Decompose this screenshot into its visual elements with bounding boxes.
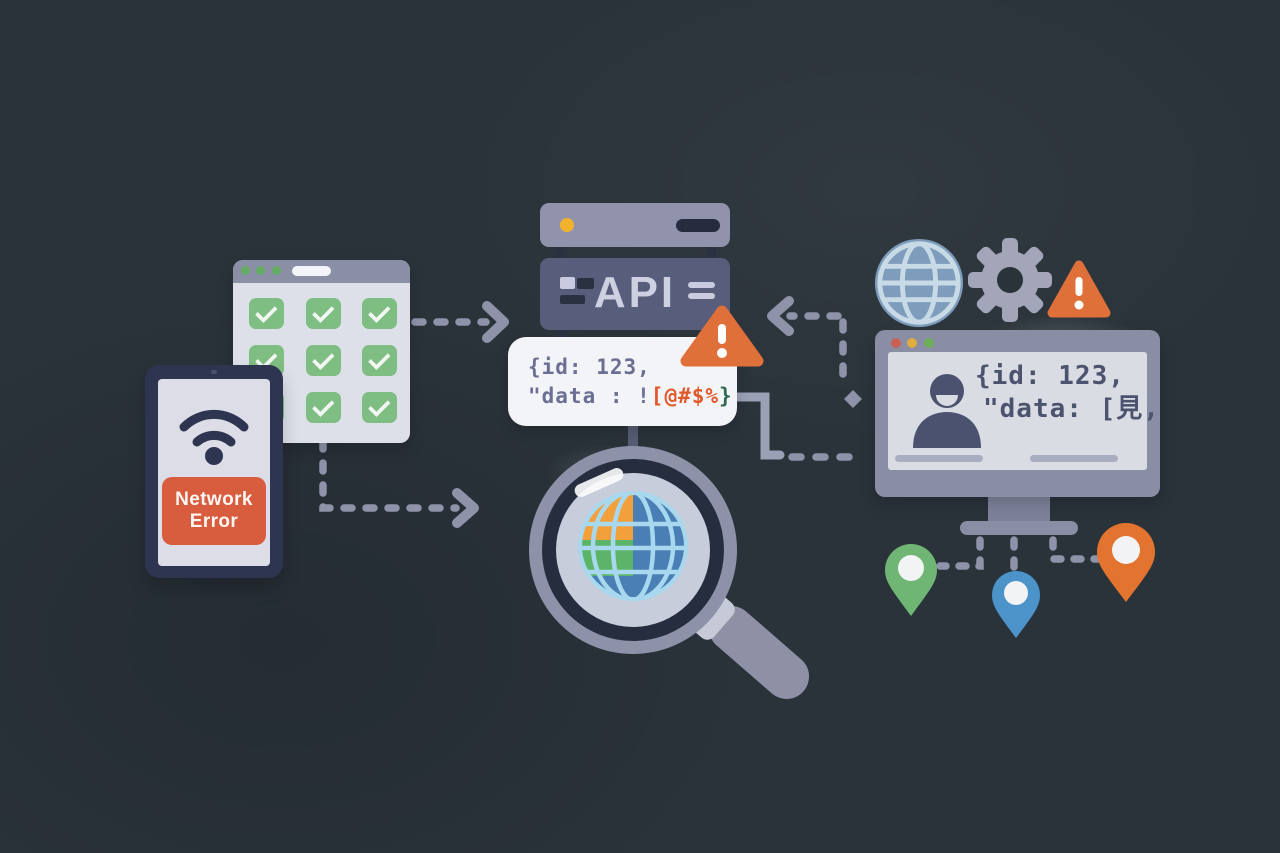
result-browser-window: {id: 123, "data: [見, (875, 330, 1160, 497)
checkbox-checked (306, 345, 341, 376)
monitor-neck (988, 497, 1050, 523)
monitor-screen (888, 352, 1147, 470)
window-control-dot (924, 338, 934, 348)
globe-icon (874, 238, 964, 328)
server-detail (560, 295, 585, 304)
checkmark-icon (367, 300, 391, 323)
network-error-button: Network Error (162, 477, 266, 545)
window-control-dot (256, 266, 265, 275)
checkbox-checked (362, 298, 397, 329)
json-code-line2: "data : ![@#$%} (528, 384, 733, 408)
checkmark-icon (311, 347, 335, 370)
monitor-code-line2: "data: [見, (983, 394, 1160, 424)
server-leg (556, 245, 565, 260)
magnifier-icon (529, 446, 737, 654)
checkmark-icon (254, 300, 278, 323)
user-icon (913, 374, 981, 448)
phone-camera-dot (211, 370, 217, 374)
server-rack-bottom (540, 258, 730, 330)
server-detail (688, 282, 715, 288)
globe-map-icon (578, 491, 688, 601)
server-detail (688, 293, 715, 299)
window-control-dot (907, 338, 917, 348)
arrowhead-right-icon (452, 488, 479, 528)
diamond-arrowhead-icon (844, 390, 862, 408)
server-detail (577, 278, 594, 289)
smartphone: Network Error (145, 365, 283, 578)
checkbox-checked (306, 392, 341, 423)
map-pin-orange (1097, 523, 1155, 602)
checkbox-checked (362, 345, 397, 376)
api-server-label: API (593, 268, 677, 317)
placeholder-bar (1030, 455, 1118, 462)
dashed-drop-to-orange-pin (1049, 536, 1104, 563)
warning-triangle-icon (1046, 258, 1112, 322)
window-control-dot (241, 266, 250, 275)
warning-triangle-icon (678, 304, 766, 370)
arrowhead-right-icon (482, 301, 509, 343)
checkbox-checked (249, 298, 284, 329)
solid-elbow-card-to-monitor (732, 392, 785, 460)
garbled-data-text: [@#$% (650, 384, 720, 408)
checkmark-icon (311, 394, 335, 417)
dashed-arrow-checklist-to-magnifier (319, 437, 460, 512)
server-leg (707, 245, 716, 260)
placeholder-bar (895, 455, 983, 462)
server-detail (560, 277, 575, 289)
network-error-label-line1: Network (175, 488, 253, 510)
map-pin-blue (992, 571, 1040, 638)
server-led-icon (560, 218, 574, 232)
wifi-icon (179, 409, 249, 465)
connector-bar (628, 423, 638, 455)
network-error-label-line2: Error (189, 511, 239, 532)
address-bar (292, 266, 331, 276)
window-control-dot (272, 266, 281, 275)
checkmark-icon (311, 300, 335, 323)
monitor-code-line1: {id: 123, (975, 361, 1125, 391)
map-pin-green (885, 544, 937, 616)
server-slot (676, 219, 720, 232)
arrowhead-left-icon (767, 296, 794, 336)
dashed-drop-to-green-pin (936, 536, 984, 570)
json-code-line1: {id: 123, (528, 355, 651, 379)
checkmark-icon (367, 394, 391, 417)
checkbox-checked (362, 392, 397, 423)
gear-icon (968, 238, 1052, 322)
window-control-dot (891, 338, 901, 348)
checkmark-icon (367, 347, 391, 370)
server-rack-top (540, 203, 730, 247)
checkbox-checked (306, 298, 341, 329)
monitor-base (960, 521, 1078, 535)
